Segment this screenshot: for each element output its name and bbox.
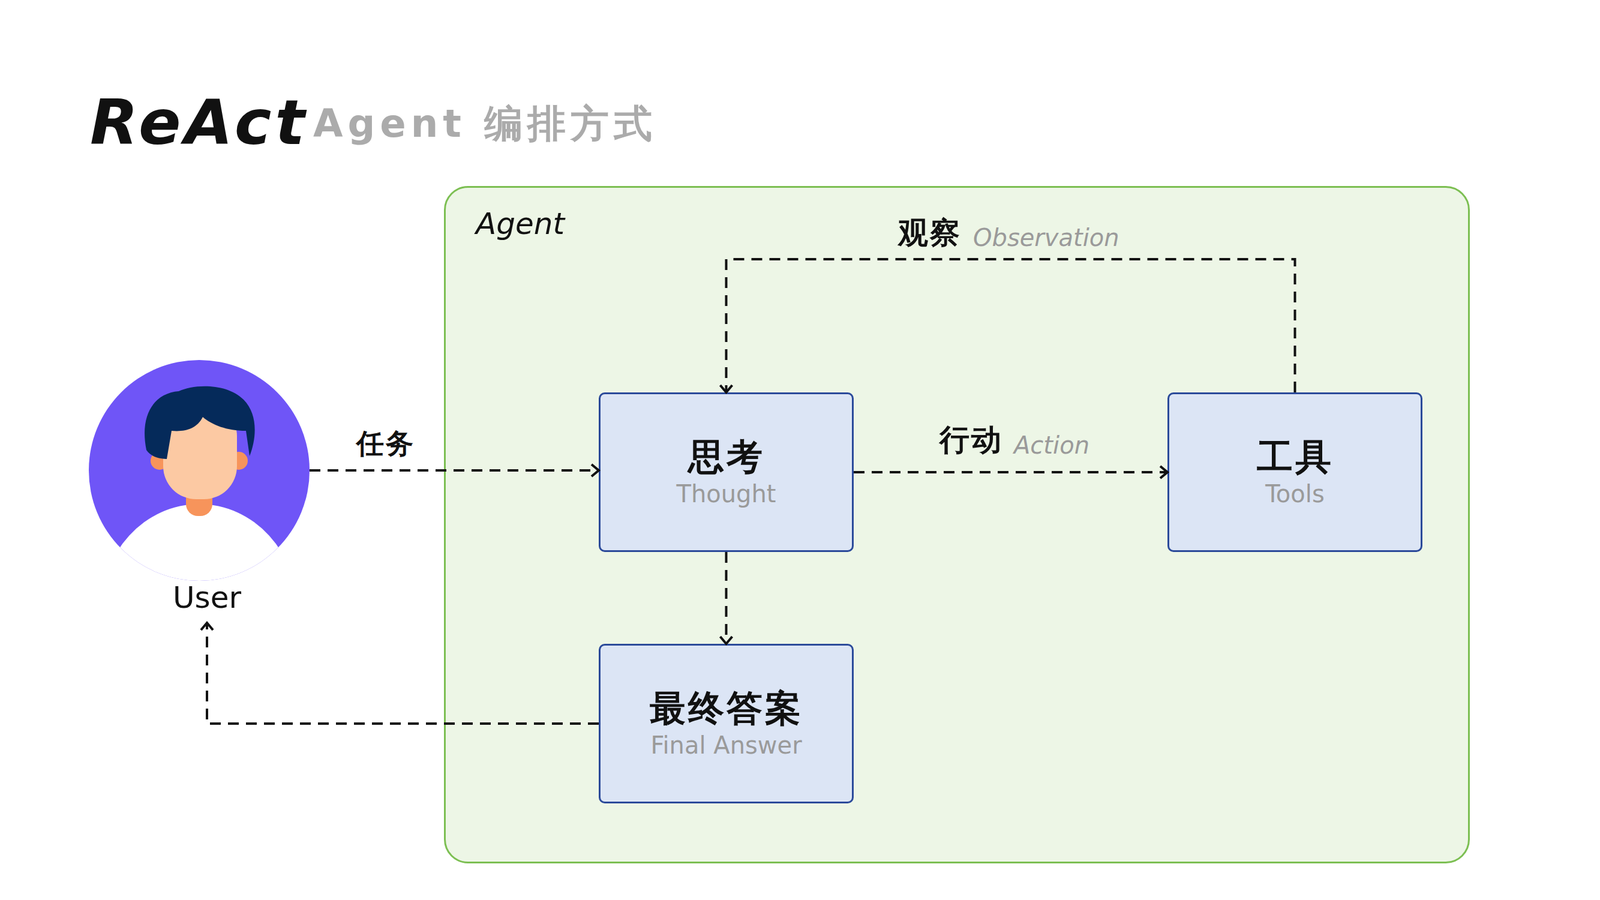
user-label: User xyxy=(88,579,326,616)
box-title: 工具 xyxy=(1256,434,1334,479)
edge-label: 观察 xyxy=(898,214,962,251)
user-avatar xyxy=(88,359,310,581)
edge-label-en: Action xyxy=(1013,430,1090,460)
agent-group: Agent 思考Thought 工具Tools 最终答案Final Answer xyxy=(443,185,1470,864)
subtitle: Agent 编排方式 xyxy=(313,100,657,147)
process-box: 思考Thought xyxy=(598,392,854,552)
box-title: 思考 xyxy=(688,434,765,479)
user-node: User xyxy=(88,359,310,618)
process-box: 最终答案Final Answer xyxy=(598,643,854,804)
box-subtitle: Thought xyxy=(676,478,776,510)
box-subtitle: Final Answer xyxy=(650,729,802,761)
dashed-connector xyxy=(853,470,1168,474)
dashed-connector xyxy=(309,469,599,472)
box-subtitle: Tools xyxy=(1265,478,1325,510)
box-title: 最终答案 xyxy=(649,686,804,730)
edge-label: 行动 xyxy=(939,421,1004,458)
process-box: 工具Tools xyxy=(1167,392,1423,552)
dashed-connector xyxy=(725,551,728,644)
dashed-connector xyxy=(726,259,1296,393)
title: ReAct xyxy=(89,85,309,161)
dashed-connector xyxy=(206,622,599,724)
edge-label: 任务 xyxy=(356,427,416,461)
group-heading: Agent xyxy=(475,205,565,242)
edge-label-en: Observation xyxy=(973,223,1120,252)
